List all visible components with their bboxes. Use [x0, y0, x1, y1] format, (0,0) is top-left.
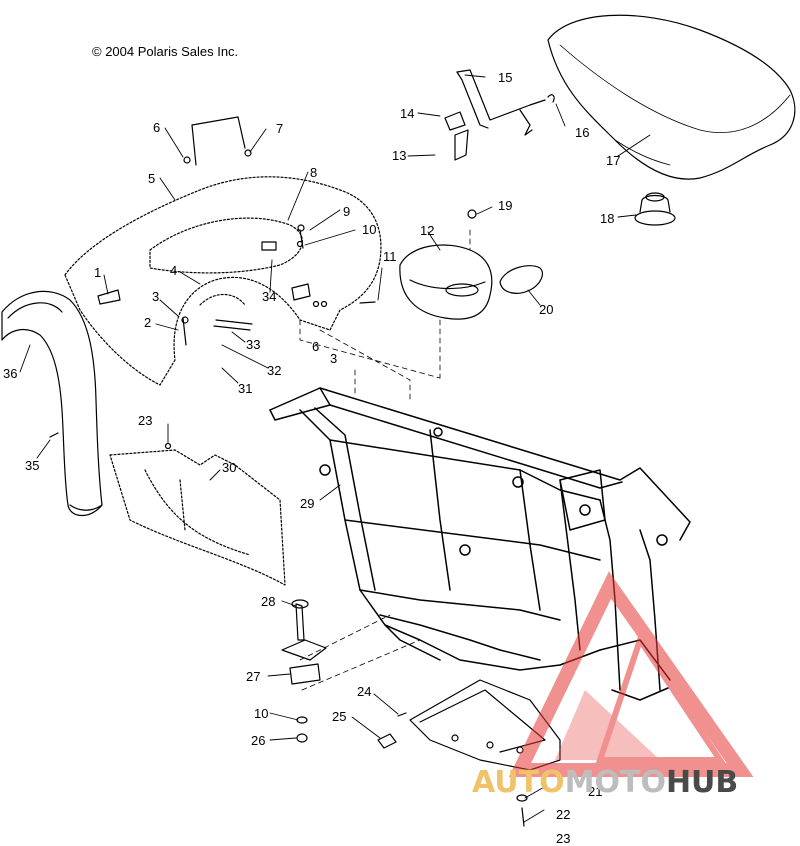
callout-22: 22: [556, 807, 571, 822]
callout-13: 13: [392, 148, 407, 163]
watermark-part-hub: HUB: [665, 765, 739, 800]
callout-3: 3: [152, 289, 160, 304]
leader-lines: [19, 74, 651, 823]
callout-11: 11: [383, 249, 397, 264]
callout-14: 14: [400, 106, 415, 121]
callout-6: 6: [312, 339, 320, 354]
callout-27: 27: [246, 669, 261, 684]
callout-3: 3: [330, 351, 338, 366]
footwell-drawing: [1, 290, 103, 517]
callout-24: 24: [357, 684, 372, 699]
callout-21: 21: [588, 784, 603, 799]
watermark-part-moto: MOTO: [564, 765, 666, 800]
watermark-text: AUTOMOTOHUB: [472, 765, 738, 800]
bottom-hardware-drawing: [281, 599, 528, 827]
tool-box-drawing: [399, 244, 493, 320]
callout-2: 2: [144, 315, 152, 330]
nut-19-drawing: [467, 209, 477, 219]
callout-10: 10: [362, 222, 377, 237]
fender-hardware-drawing: [97, 116, 376, 346]
assembly-lines: [299, 229, 471, 691]
callout-1: 1: [94, 265, 102, 280]
rear-fender-drawing: [64, 176, 382, 386]
callout-9: 9: [343, 204, 351, 219]
skid-plate-drawing: [409, 679, 561, 771]
callout-7: 7: [276, 121, 284, 136]
callout-26: 26: [251, 733, 266, 748]
callout-17: 17: [606, 153, 621, 168]
callout-28: 28: [261, 594, 276, 609]
callout-6: 6: [153, 120, 161, 135]
seat-latch-drawing: [444, 69, 555, 161]
copyright-notice: © 2004 Polaris Sales Inc.: [92, 44, 239, 59]
callout-4: 4: [170, 263, 178, 278]
callout-33: 33: [246, 337, 261, 352]
callout-8: 8: [310, 165, 318, 180]
callout-10: 10: [254, 706, 269, 721]
screw-23-drawing: [164, 442, 172, 450]
watermark-part-auto: AUTO: [472, 765, 565, 800]
callout-23: 23: [556, 831, 571, 846]
frame-drawing: [269, 387, 691, 701]
callout-25: 25: [332, 709, 347, 724]
callout-31: 31: [238, 381, 253, 396]
watermark-logo: [508, 571, 754, 777]
callout-12: 12: [420, 223, 435, 238]
callout-32: 32: [267, 363, 282, 378]
seat-drawing: [547, 14, 796, 180]
callout-29: 29: [300, 496, 315, 511]
callout-20: 20: [539, 302, 554, 317]
callout-18: 18: [600, 211, 615, 226]
callout-5: 5: [148, 171, 156, 186]
strap-drawing: [499, 265, 543, 294]
callout-35: 35: [25, 458, 40, 473]
callout-19: 19: [498, 198, 513, 213]
side-panel-drawing: [109, 449, 286, 586]
seat-bumper-drawing: [634, 192, 676, 226]
callout-23: 23: [138, 413, 153, 428]
callout-15: 15: [498, 70, 513, 85]
callout-34: 34: [262, 289, 277, 304]
callout-36: 36: [3, 366, 18, 381]
callout-16: 16: [575, 125, 590, 140]
callout-30: 30: [222, 460, 237, 475]
screw-35-drawing: [49, 432, 59, 438]
